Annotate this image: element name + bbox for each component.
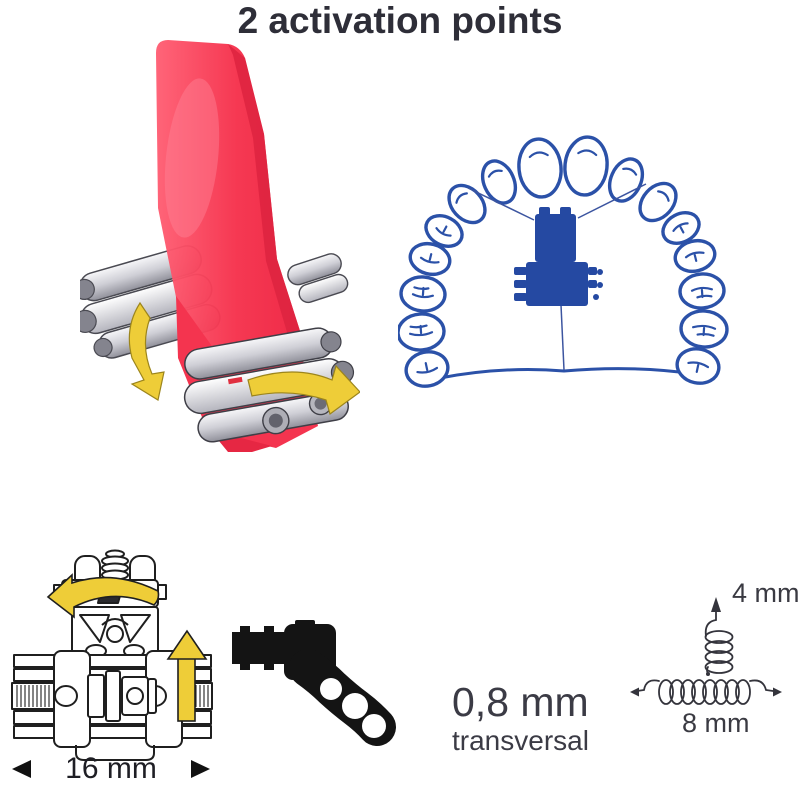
left-arrowhead-icon (12, 760, 31, 778)
transversal-value: 0,8 mm (452, 679, 589, 725)
spring-arrowheads (630, 597, 782, 697)
expansion-screw-diagram (11, 549, 213, 761)
retention-arm-silhouette (232, 620, 396, 746)
expansion-screw-right-metal (287, 253, 349, 304)
acrylic-fin-edge (228, 44, 301, 339)
yellow-key-left (128, 301, 165, 401)
acrylic-highlight (164, 78, 220, 238)
yellow-key-right (247, 364, 360, 415)
spring-horizontal-label: 8 mm (682, 708, 750, 738)
spring-vertical-label: 4 mm (732, 578, 800, 608)
transversal-dimension: 0,8 mm transversal (452, 682, 589, 755)
headline: 2 activation points (237, 0, 563, 41)
screw-width-label: 16 mm (65, 752, 157, 785)
up-arrow (166, 629, 208, 722)
right-arrowhead-icon (191, 760, 210, 778)
spring-diagram (630, 597, 782, 705)
dental-arch-diagram (398, 135, 729, 388)
appliance-photo (80, 40, 360, 452)
expander-symbol (514, 207, 603, 306)
acrylic-fin (156, 40, 303, 374)
transversal-label: transversal (452, 725, 589, 756)
screw-width-dimension: 16 mm (12, 752, 210, 786)
expander-wire-lines (467, 183, 647, 371)
rotate-arrow (46, 573, 160, 619)
